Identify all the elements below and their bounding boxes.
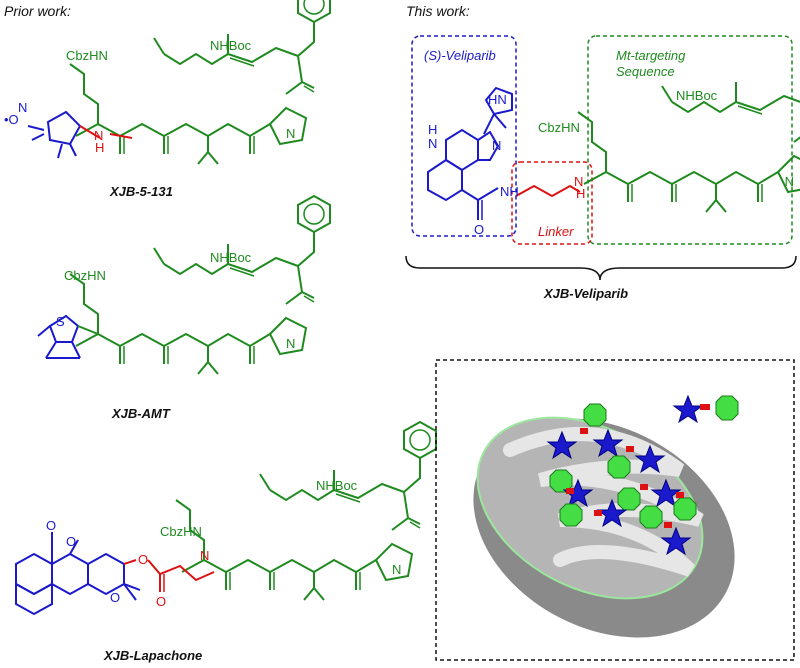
atom-s-amt: S [56, 314, 65, 329]
atom-hn-veliparib: HN [488, 92, 507, 107]
structure-xjb-5-131 [27, 0, 331, 165]
atom-n-link1: N [94, 128, 103, 143]
nhboc-label-4: NHBoc [676, 88, 718, 103]
atom-n-link3: N [200, 548, 209, 563]
octagon-7 [639, 505, 663, 529]
atom-o-veliparib: O [474, 222, 484, 237]
atom-n-proline-1: N [286, 126, 295, 141]
compound-name-xjb-5-131: XJB-5-131 [109, 184, 173, 199]
atom-nh-veliparib: NH [500, 184, 519, 199]
nhboc-label-2: NHBoc [210, 250, 252, 265]
star-7 [660, 526, 692, 556]
octagon-1 [583, 403, 607, 427]
mt-box-label-line1: Mt-targeting [616, 48, 686, 63]
cbzhn-label-4: CbzHN [538, 120, 580, 135]
star-free [672, 394, 704, 424]
this-work-heading: This work: [406, 3, 470, 19]
star-2 [592, 428, 624, 458]
atom-n-proline-4: N [785, 174, 794, 189]
octagon-5 [673, 497, 697, 521]
atom-n-proline-2: N [286, 336, 295, 351]
structure-xjb-amt [37, 195, 331, 375]
atom-o-quinone-2: O [66, 534, 76, 549]
mitochondrion-panel [435, 359, 795, 661]
atom-o-quinone-1: O [46, 518, 56, 533]
atom-n-veliparib-1: N [428, 136, 437, 151]
atom-n-veliparib-2: N [492, 138, 501, 153]
star-5 [650, 478, 682, 508]
octagon-3 [607, 455, 631, 479]
star-3 [634, 444, 666, 474]
cbzhn-label-2: CbzHN [64, 268, 106, 283]
linker-box-label: Linker [538, 224, 574, 239]
linker-free [700, 404, 710, 410]
atom-o-ester: O [138, 552, 148, 567]
atom-n-oxyl: N [18, 100, 27, 115]
linker-box [511, 161, 593, 245]
lapachone-core [15, 532, 215, 616]
veliparib-conjugate-markers [546, 394, 739, 556]
mt-box-label-line2: Sequence [616, 64, 675, 79]
atom-h-link1: H [95, 140, 104, 155]
octagon-4 [617, 487, 641, 511]
compound-name-xjb-lapachone: XJB-Lapachone [103, 648, 202, 663]
veliparib-box-label: (S)-Veliparib [424, 48, 496, 63]
star-1 [546, 430, 578, 460]
atom-h-link4: H [576, 186, 585, 201]
atom-o-carbonyl: O [156, 594, 166, 609]
nhboc-label-3: NHBoc [316, 478, 358, 493]
atom-n-proline-3: N [392, 562, 401, 577]
atom-h-veliparib: H [428, 122, 437, 137]
cbzhn-label-1: CbzHN [66, 48, 108, 63]
atom-o-pyran: O [110, 590, 120, 605]
mt-sequence-box [587, 35, 793, 245]
brace [405, 255, 797, 281]
cbzhn-label-3: CbzHN [160, 524, 202, 539]
compound-name-xjb-veliparib: XJB-Veliparib [543, 286, 628, 301]
octagon-free [715, 395, 739, 421]
atom-o-oxyl: •O [4, 112, 19, 127]
veliparib-structure [427, 86, 581, 220]
structure-xjb-veliparib-tail [577, 33, 800, 213]
atom-n-link4: N [574, 174, 583, 189]
veliparib-box [411, 35, 517, 237]
nhboc-label-1: NHBoc [210, 38, 252, 53]
octagon-6 [559, 503, 583, 527]
prior-work-heading: Prior work: [4, 3, 71, 19]
mitochondrion [473, 416, 735, 638]
compound-name-xjb-amt: XJB-AMT [111, 406, 171, 421]
